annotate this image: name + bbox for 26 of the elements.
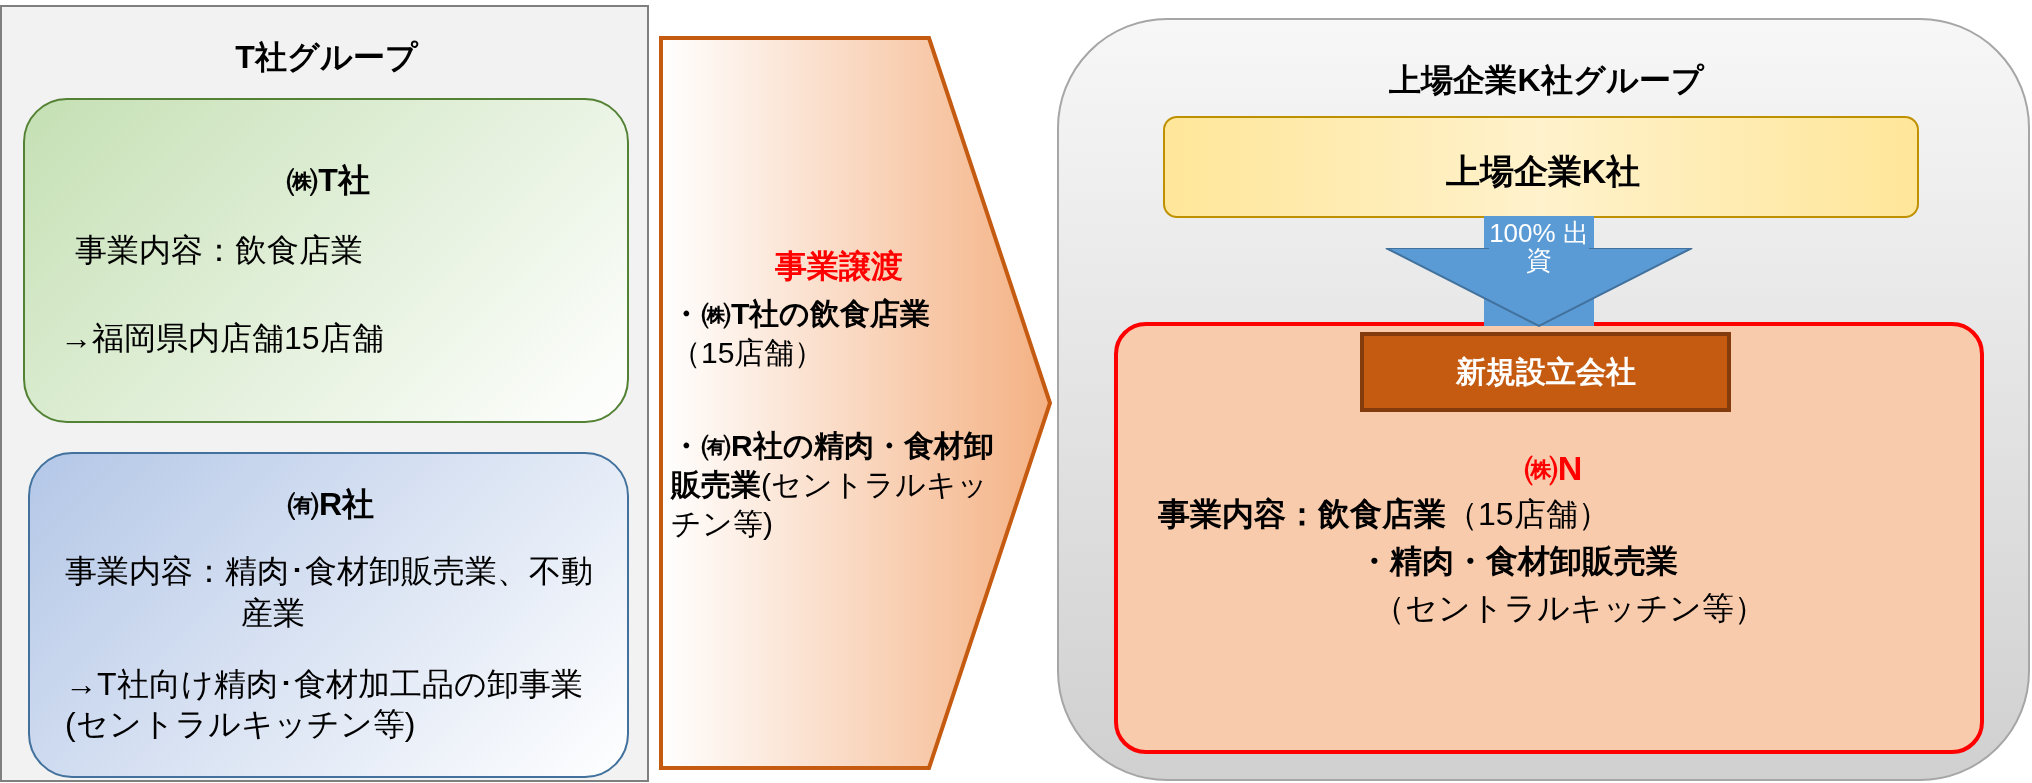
- heading: ㈱N: [1522, 448, 1584, 489]
- edge-label: 100% 出資: [1489, 220, 1589, 275]
- body-text: （セントラルキッチン等）: [1373, 589, 1767, 628]
- heading: 事業譲渡: [774, 247, 904, 286]
- body-text: ・㈲R社の精肉・食材卸販売業(セントラルキッチン等): [671, 428, 995, 542]
- group-panel: [0, 5, 649, 782]
- heading: ㈱T社: [285, 161, 371, 200]
- body-text: ・㈱T社の飲食店業（15店舗）: [671, 296, 932, 371]
- body-text: →福岡県内店舗15店舗: [60, 319, 385, 358]
- group-panel: [1057, 18, 2030, 781]
- heading: 上場企業K社グループ: [1388, 61, 1706, 100]
- transfer-chevron: [659, 36, 1053, 770]
- body-text: 事業内容：精肉･食材卸販売業、不動産業: [65, 552, 594, 633]
- body-text: →T社向け精肉･食材加工品の卸事業(セントラルキッチン等): [65, 665, 584, 744]
- heading: 上場企業K社: [1444, 151, 1642, 192]
- company-box: [1163, 116, 1919, 218]
- company-box: [1114, 322, 1984, 754]
- new-company-box: [1360, 332, 1731, 412]
- company-box: [23, 98, 629, 423]
- body-text: 事業内容：飲食店業（15店舗）: [1158, 495, 1611, 534]
- heading: ㈲R社: [285, 485, 376, 524]
- body-text: 事業内容：飲食店業: [75, 231, 364, 270]
- heading: T社グループ: [234, 38, 420, 77]
- heading: 新規設立会社: [1454, 354, 1637, 390]
- body-text: ・精肉・食材卸販売業: [1358, 542, 1679, 581]
- company-box: [28, 452, 629, 778]
